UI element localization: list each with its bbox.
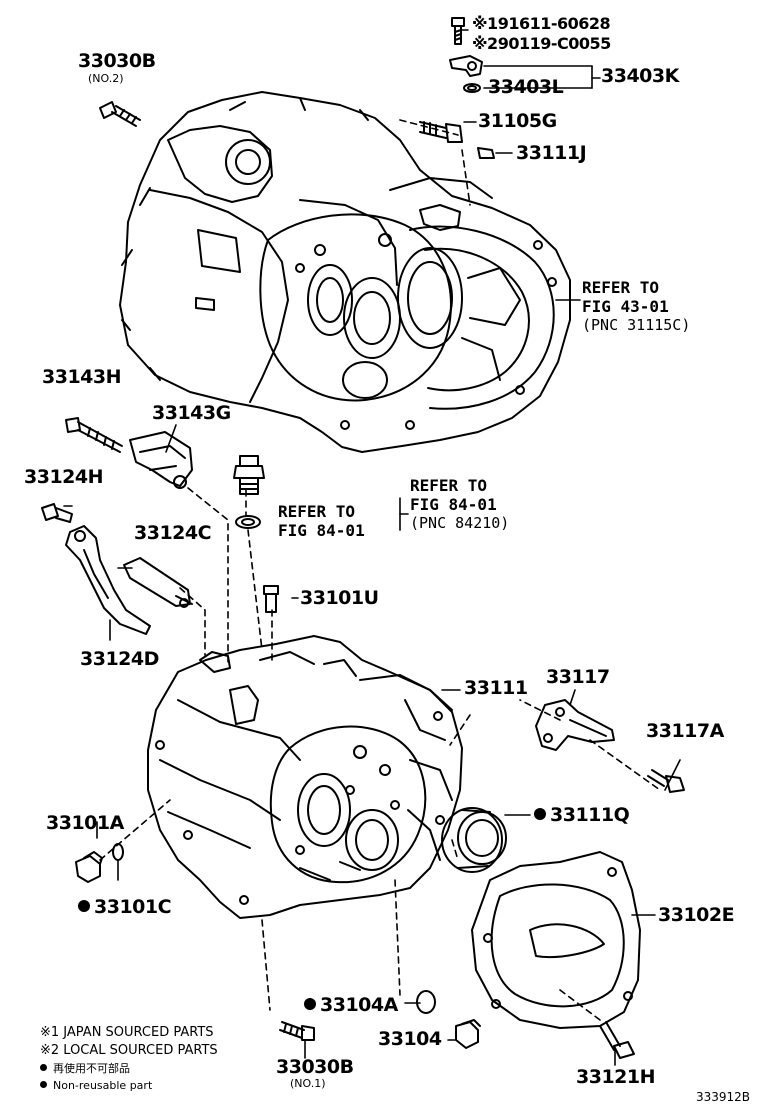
assembly-guides: [99, 119, 661, 1021]
label-33030B-no1: 33030B: [276, 1056, 354, 1078]
transaxle-housing: [119, 91, 571, 453]
plug-33101A: [75, 843, 124, 883]
label-33124H: 33124H: [24, 466, 104, 488]
transaxle-case-33111: [147, 635, 463, 919]
legend-non-reusable-jp: 再使用不可部品: [40, 1063, 130, 1074]
reference-pnc: (PNC 84210): [410, 514, 510, 532]
legend-local-sourced: ※2 LOCAL SOURCED PARTS: [40, 1043, 218, 1058]
stud-31105G: [419, 121, 463, 143]
label-bolt-91611: ※191611-60628: [472, 14, 611, 33]
label-33030B-no1-note: (NO.1): [290, 1077, 326, 1090]
bolt-33030B-no2: [99, 101, 141, 127]
label-33143G: 33143G: [152, 402, 231, 424]
bolt-91611: [451, 17, 465, 45]
reference-fig-43-01: REFER TO FIG 43-01 (PNC 31115C): [582, 278, 690, 335]
label-33104A: 33104A: [304, 996, 398, 1015]
label-33111: 33111: [464, 677, 528, 699]
label-bolt-90119: ※290119-C0055: [472, 34, 611, 53]
pin-33111J: [477, 147, 495, 159]
plug-33104: [455, 1019, 481, 1049]
legend-japan-sourced: ※1 JAPAN SOURCED PARTS: [40, 1025, 214, 1040]
plug-33101U: [263, 585, 279, 613]
label-33101U: 33101U: [300, 587, 379, 609]
case-cover-33102E: [471, 851, 641, 1029]
label-33111J: 33111J: [516, 142, 587, 164]
label-33101C: 33101C: [78, 898, 172, 917]
bolt-33143H: [65, 417, 123, 453]
label-33143H: 33143H: [42, 366, 122, 388]
bracket-33117: [535, 699, 615, 751]
non-reusable-icon: [534, 808, 546, 820]
label-33111Q: 33111Q: [534, 806, 630, 825]
label-33101A: 33101A: [46, 812, 124, 834]
bullet-icon: [40, 1081, 47, 1088]
reference-line: FIG 84-01: [278, 521, 365, 540]
reference-line: FIG 84-01: [410, 495, 497, 514]
label-33124D: 33124D: [80, 648, 159, 670]
bullet-icon: [40, 1064, 47, 1071]
label-33030B-no2: 33030B: [78, 50, 156, 72]
reference-fig-84-01: REFER TO FIG 84-01: [278, 502, 365, 540]
label-33121H: 33121H: [576, 1066, 656, 1088]
reference-fig-84-01-pnc: REFER TO FIG 84-01 (PNC 84210): [410, 476, 509, 533]
bolt-33030B-no1: [279, 1021, 315, 1041]
shaft-33124C: [123, 557, 193, 608]
label-33104: 33104: [378, 1028, 442, 1050]
oil-seal-33111Q: [441, 807, 507, 873]
label-33030B-no2-note: (NO.2): [88, 72, 124, 85]
figure-id: 333912B: [696, 1090, 751, 1104]
legend-non-reusable-en: Non-reusable part: [40, 1080, 152, 1091]
bolt-33124H: [41, 503, 73, 523]
reference-line: REFER TO: [278, 502, 356, 521]
switch-84210: [233, 455, 265, 529]
bolt-33121H: [599, 1021, 635, 1059]
label-33102E: 33102E: [658, 904, 735, 926]
reference-line: REFER TO: [410, 476, 488, 495]
reference-line: FIG 43-01: [582, 297, 669, 316]
label-31105G: 31105G: [478, 110, 557, 132]
lever-33124D: [65, 525, 151, 635]
gasket-33104A: [416, 990, 436, 1014]
label-33403K: 33403K: [601, 65, 679, 87]
non-reusable-icon: [304, 998, 316, 1010]
label-33403L: 33403L: [488, 76, 564, 98]
bolt-33117A: [647, 769, 685, 793]
reference-pnc: (PNC 31115C): [582, 316, 691, 334]
non-reusable-icon: [78, 900, 90, 912]
label-33117: 33117: [546, 666, 610, 688]
label-33117A: 33117A: [646, 720, 724, 742]
bracket-33403K: [449, 55, 483, 93]
bracket-33143G: [129, 431, 193, 489]
reference-line: REFER TO: [582, 278, 660, 297]
label-33124C: 33124C: [134, 522, 212, 544]
